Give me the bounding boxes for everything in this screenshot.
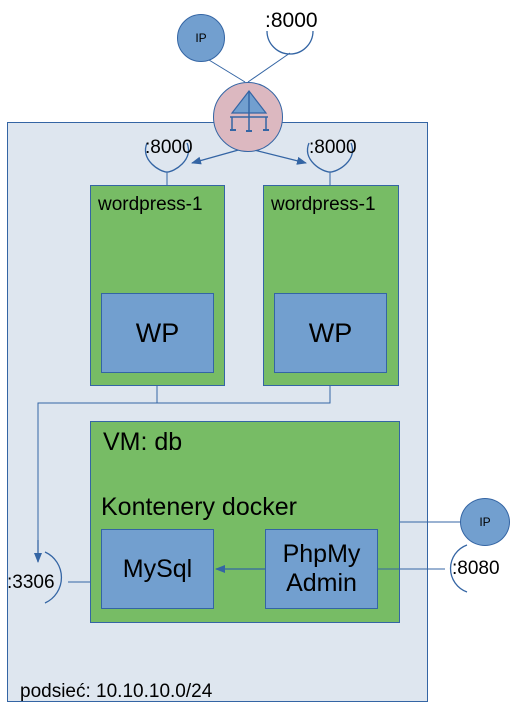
web-vm-1-app-label: WP — [135, 317, 180, 348]
phpmyadmin-label-line1: PhpMy — [282, 540, 361, 568]
mysql-port-bracket — [44, 551, 63, 604]
mysql-label: MySql — [122, 554, 193, 583]
admin-ip-circle: IP — [460, 498, 510, 546]
web-vm-2-name: wordpress-1 — [271, 194, 376, 215]
phpmyadmin-label-line2: Admin — [286, 569, 357, 597]
internet-port-bracket — [266, 30, 314, 55]
web2-port-label: :8000 — [309, 137, 357, 158]
internet-port-label: :8000 — [265, 9, 318, 32]
admin-ip-label: IP — [479, 515, 491, 529]
internet-ip-label: IP — [195, 31, 207, 45]
db-vm-title: VM: db — [103, 428, 183, 456]
port-to-lb-line — [247, 52, 291, 83]
phpmyadmin-container: PhpMy Admin — [265, 529, 378, 609]
containers-label: Kontenery docker — [101, 493, 297, 521]
wp1-to-db-line — [37, 386, 158, 560]
wp2-to-db-line — [157, 386, 331, 404]
admin-port-bracket — [449, 544, 468, 593]
web-vm-1-name: wordpress-1 — [98, 194, 203, 215]
internet-ip-circle: IP — [177, 14, 225, 62]
load-balancer-icon — [230, 90, 269, 132]
web1-port-label: :8000 — [145, 137, 193, 158]
web-vm-2-app: WP — [274, 293, 387, 373]
subnet-label: podsieć: 10.10.10.0/24 — [20, 681, 213, 702]
web-vm-2-app-label: WP — [308, 317, 353, 348]
load-balancer — [213, 82, 283, 152]
mysql-port-label: :3306 — [7, 572, 55, 593]
ip-to-lb-line — [208, 59, 246, 83]
lb-to-web1-arrow — [191, 148, 243, 165]
web-vm-1-app: WP — [101, 293, 214, 373]
admin-port-label: :8080 — [452, 558, 500, 579]
mysql-container: MySql — [101, 529, 214, 609]
